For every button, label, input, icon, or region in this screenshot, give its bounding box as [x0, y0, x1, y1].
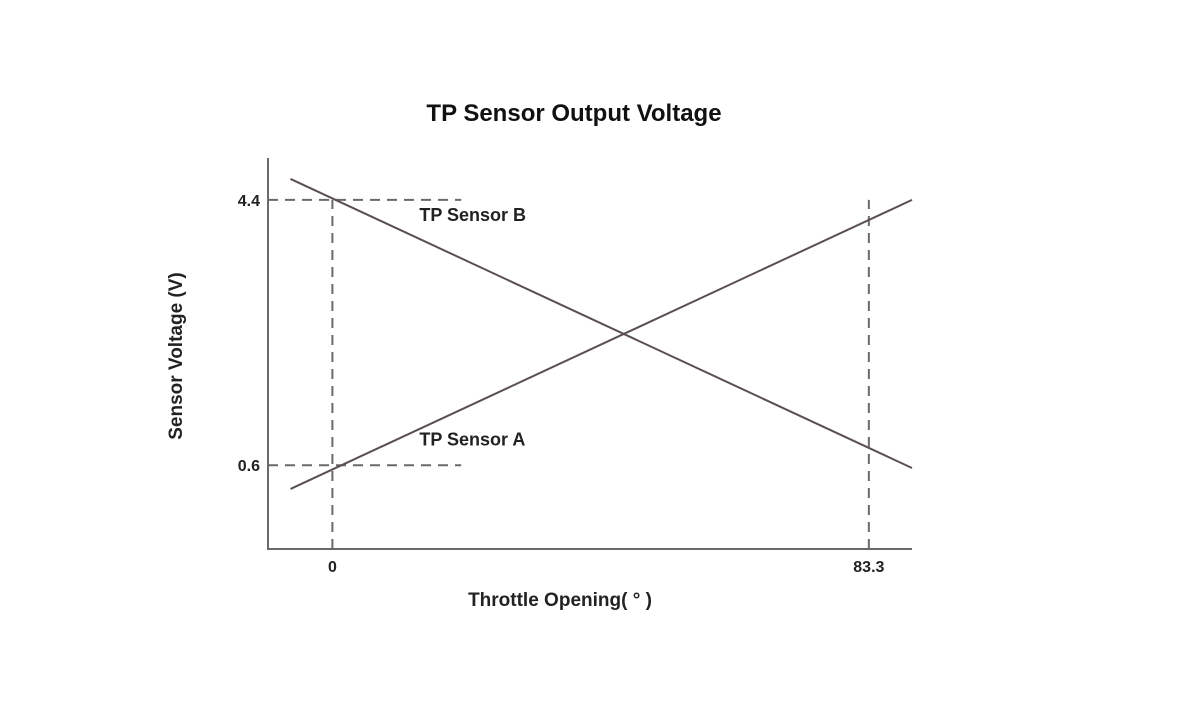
x-axis-label: Throttle Opening( ° )	[468, 590, 652, 611]
reference-lines	[268, 198, 870, 549]
series-label-tp-sensor-b: TP Sensor B	[419, 205, 526, 225]
y-axis-label: Sensor Voltage (V)	[166, 272, 187, 440]
y-tick-label: 0.6	[238, 458, 260, 475]
series-line-tp-sensor-b	[290, 178, 913, 469]
chart-title: TP Sensor Output Voltage	[426, 100, 721, 127]
series-label-tp-sensor-a: TP Sensor A	[419, 430, 525, 450]
y-tick-label: 4.4	[238, 193, 260, 210]
series-labels: TP Sensor A TP Sensor B	[419, 205, 526, 450]
x-tick-label: 0	[328, 559, 337, 576]
series-line-tp-sensor-a	[290, 198, 913, 490]
series-lines	[290, 178, 913, 490]
tick-labels: 0 83.3 0.6 4.4	[238, 193, 885, 576]
x-tick-label: 83.3	[853, 559, 884, 576]
